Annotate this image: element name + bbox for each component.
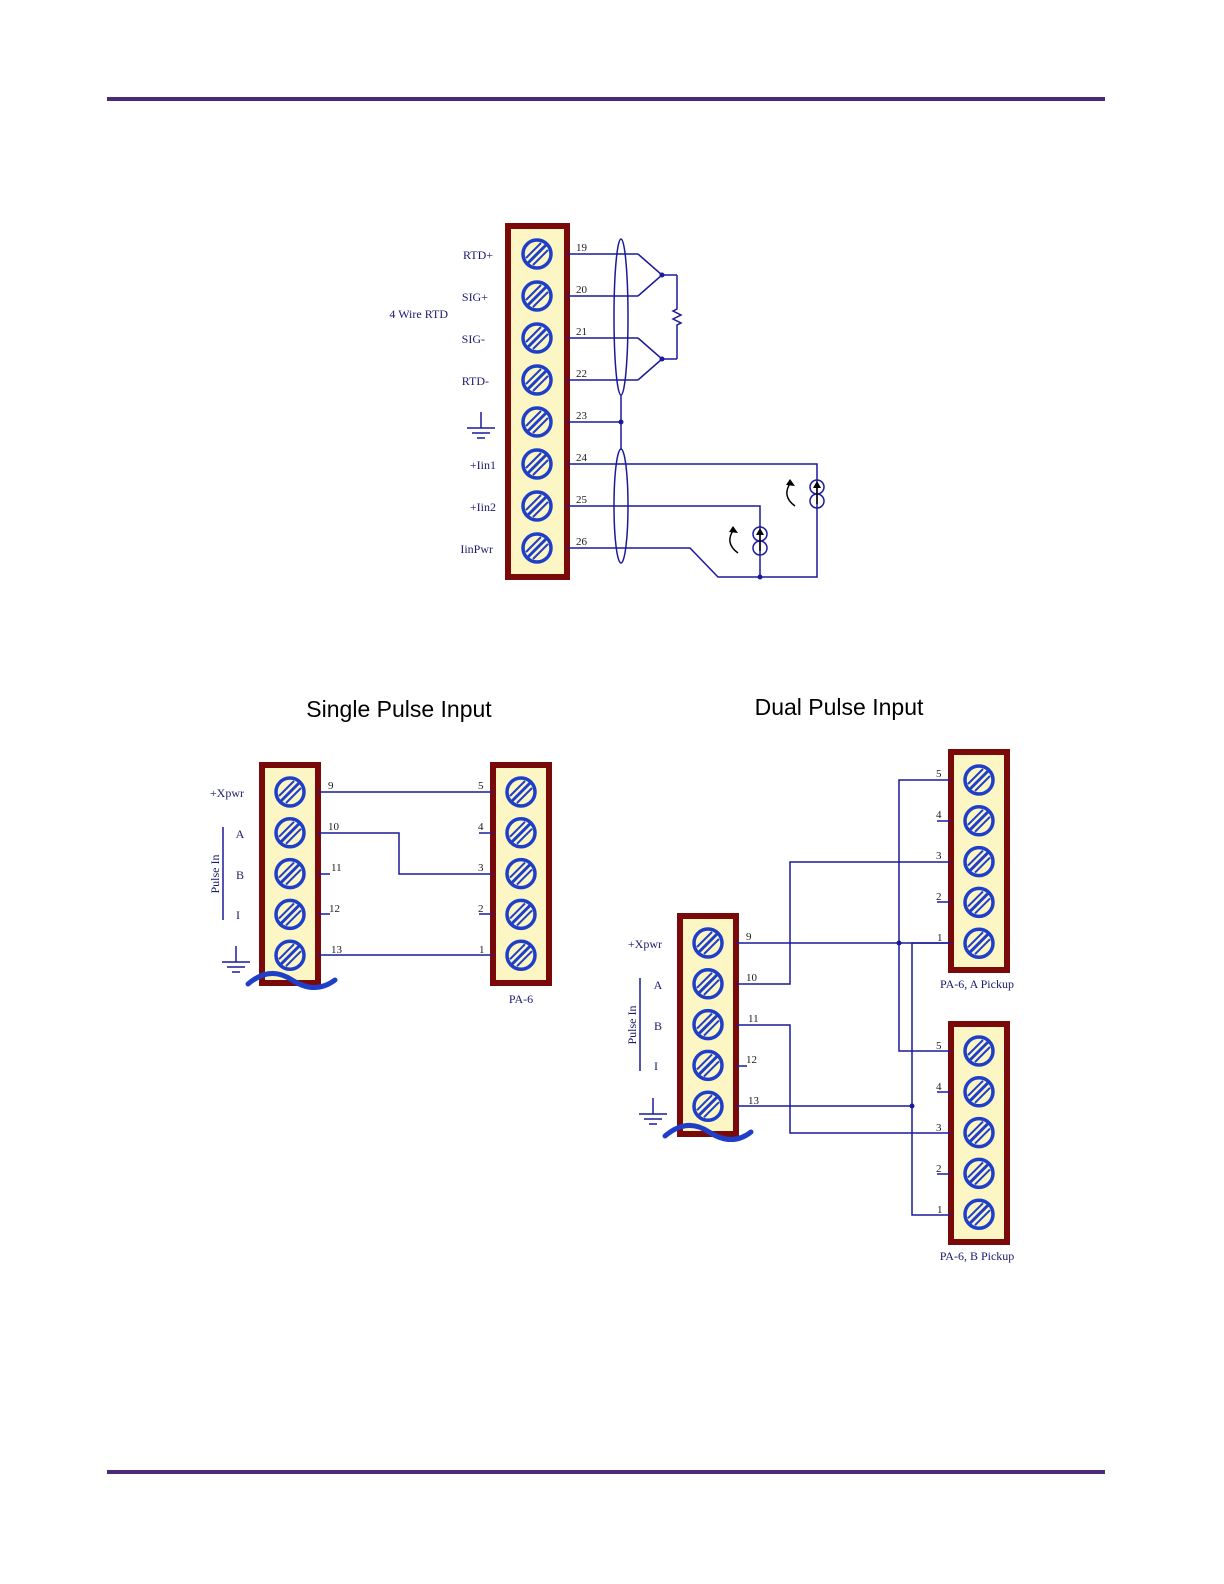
terminal-screw-icon <box>276 819 304 847</box>
pin-number: 5 <box>936 1040 942 1052</box>
channel-label: B <box>654 1019 662 1033</box>
ground-icon <box>222 946 250 972</box>
pin-number: 9 <box>328 780 334 792</box>
terminal-screw-icon <box>523 450 551 478</box>
pin-number: 3 <box>936 850 942 862</box>
pin-number: 13 <box>331 944 343 956</box>
terminal-screw-icon <box>523 282 551 310</box>
terminal-screw-icon <box>965 1078 993 1106</box>
pin-number: 22 <box>576 368 587 380</box>
ground-icon <box>467 412 495 438</box>
terminal-screw-icon <box>965 807 993 835</box>
pin-number: 2 <box>936 891 942 903</box>
rtd-label: IinPwr <box>460 542 493 556</box>
current-source-icon <box>786 479 824 508</box>
rtd-group-label: 4 Wire RTD <box>389 307 448 321</box>
pin-number: 1 <box>479 944 485 956</box>
ground-icon <box>639 1098 667 1124</box>
terminal-screw-icon <box>523 408 551 436</box>
pin-number: 5 <box>478 780 484 792</box>
terminal-screw-icon <box>507 900 535 928</box>
pin-number: 25 <box>576 494 588 506</box>
pulse-in-label: Pulse In <box>208 855 222 894</box>
terminal-screw-icon <box>965 766 993 794</box>
single-pulse-section: Single Pulse Input +Xpwr A B I Pulse In … <box>208 696 549 1006</box>
pin-number: 9 <box>746 931 752 943</box>
rtd-section: RTD+ SIG+ SIG- RTD- +Iin1 +Iin2 IinPwr 4… <box>389 226 824 580</box>
terminal-screw-icon <box>965 1037 993 1065</box>
terminal-screw-icon <box>507 819 535 847</box>
xpwr-label: +Xpwr <box>628 937 662 951</box>
pin-number: 12 <box>329 903 340 915</box>
pin-number: 19 <box>576 242 588 254</box>
terminal-screw-icon <box>276 900 304 928</box>
terminal-screw-icon <box>965 1200 993 1228</box>
channel-label: I <box>654 1059 658 1073</box>
pin-number: 13 <box>748 1095 760 1107</box>
pa6-b-label: PA-6, B Pickup <box>940 1249 1015 1263</box>
pa6-label: PA-6 <box>509 992 533 1006</box>
xpwr-label: +Xpwr <box>210 786 244 800</box>
dual-pulse-title: Dual Pulse Input <box>755 694 924 720</box>
single-pulse-title: Single Pulse Input <box>306 696 492 722</box>
pin-number: 20 <box>576 284 588 296</box>
current-source-icon <box>729 526 767 555</box>
terminal-screw-icon <box>276 941 304 969</box>
rtd-label: RTD- <box>462 374 489 388</box>
rtd-terminal-block <box>508 226 567 577</box>
terminal-screw-icon <box>523 240 551 268</box>
pin-number: 4 <box>936 1081 942 1093</box>
rtd-label: +Iin2 <box>470 500 496 514</box>
pin-number: 26 <box>576 536 588 548</box>
pin-number: 1 <box>937 932 943 944</box>
terminal-screw-icon <box>507 778 535 806</box>
terminal-screw-icon <box>694 1051 722 1079</box>
terminal-screw-icon <box>965 929 993 957</box>
pin-number: 4 <box>936 809 942 821</box>
terminal-screw-icon <box>276 860 304 888</box>
terminal-screw-icon <box>694 929 722 957</box>
rtd-label: SIG- <box>462 332 485 346</box>
rtd-label: +Iin1 <box>470 458 496 472</box>
pa6-a-label: PA-6, A Pickup <box>940 977 1014 991</box>
terminal-screw-icon <box>507 941 535 969</box>
pin-number: 10 <box>328 821 340 833</box>
terminal-screw-icon <box>965 848 993 876</box>
rtd-label: SIG+ <box>462 290 488 304</box>
terminal-screw-icon <box>694 1011 722 1039</box>
pin-number: 11 <box>331 862 342 874</box>
rtd-label: RTD+ <box>463 248 493 262</box>
pulse-in-label: Pulse In <box>625 1006 639 1045</box>
terminal-screw-icon <box>694 970 722 998</box>
pin-number: 2 <box>936 1163 942 1175</box>
terminal-screw-icon <box>965 1159 993 1187</box>
terminal-screw-icon <box>276 778 304 806</box>
pin-number: 4 <box>478 821 484 833</box>
pin-number: 3 <box>478 862 484 874</box>
pin-number: 1 <box>937 1204 943 1216</box>
terminal-screw-icon <box>523 492 551 520</box>
pin-number: 2 <box>478 903 484 915</box>
channel-label: A <box>654 978 663 992</box>
terminal-screw-icon <box>965 888 993 916</box>
dual-pulse-section: Dual Pulse Input +Xpwr A B I Pu <box>625 694 1014 1263</box>
channel-label: B <box>236 868 244 882</box>
channel-label: I <box>236 908 240 922</box>
terminal-screw-icon <box>523 324 551 352</box>
pin-number: 23 <box>576 410 588 422</box>
pin-number: 10 <box>746 972 758 984</box>
pin-number: 24 <box>576 452 588 464</box>
pin-number: 11 <box>748 1013 759 1025</box>
terminal-screw-icon <box>694 1092 722 1120</box>
pin-number: 3 <box>936 1122 942 1134</box>
terminal-screw-icon <box>965 1119 993 1147</box>
pin-number: 12 <box>746 1054 757 1066</box>
pin-number: 5 <box>936 768 942 780</box>
terminal-screw-icon <box>523 534 551 562</box>
pin-number: 21 <box>576 326 587 338</box>
terminal-screw-icon <box>507 860 535 888</box>
channel-label: A <box>236 827 245 841</box>
terminal-screw-icon <box>523 366 551 394</box>
